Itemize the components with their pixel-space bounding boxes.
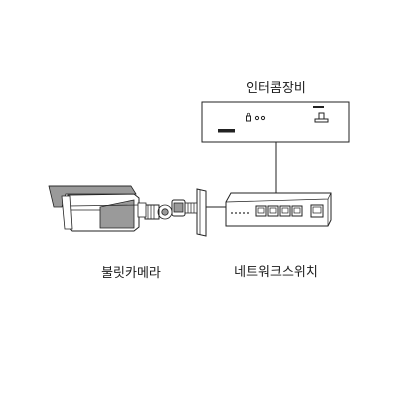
intercom-lock-icon [246,112,251,122]
intercom-display-slot [218,129,235,133]
camera-body [67,193,147,232]
switch-label: 네트워크스위치 [234,265,318,280]
switch-status-leds [231,212,249,214]
intercom-led-1 [254,115,260,121]
camera-mount-arm [144,199,198,220]
intercom-led-2 [260,115,266,121]
network-switch [225,192,332,227]
switch-port-3 [279,205,291,217]
intercom-device [201,101,350,143]
intercom-top-slot [313,106,324,108]
switch-port-2 [267,205,279,217]
intercom-label: 인터콤장비 [246,81,306,96]
bullet-camera [48,185,207,237]
camera-lens-face [61,195,73,230]
switch-port-1 [255,205,267,217]
camera-label: 불릿카메라 [101,266,161,281]
intercom-jack-icon [314,112,329,123]
switch-port-5 [310,204,324,218]
switch-port-4 [291,205,303,217]
